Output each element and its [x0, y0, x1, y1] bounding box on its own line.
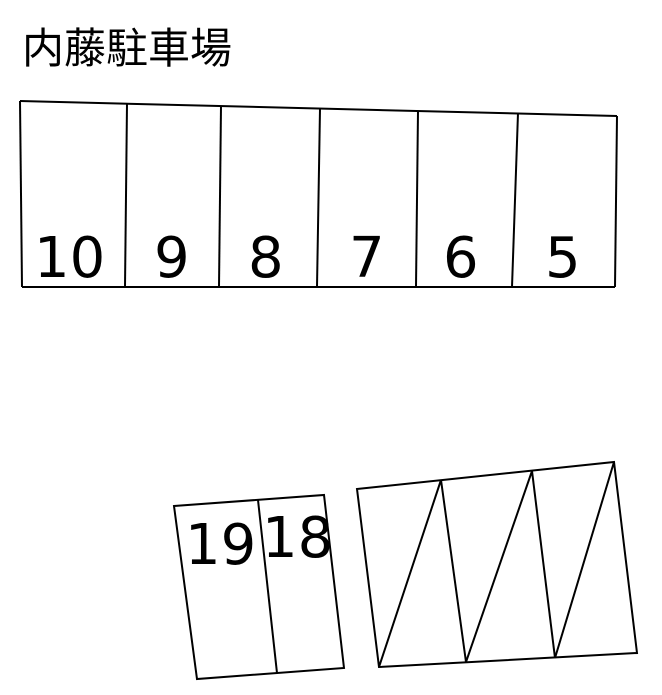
top-row-divider	[19, 100, 23, 288]
bottom-left-block-divider	[257, 499, 278, 674]
space-number-10: 10	[34, 226, 105, 291]
space-number-6: 6	[443, 226, 479, 291]
top-parking-row: 10 9 8 7 6 5	[19, 100, 618, 291]
top-row-divider	[218, 105, 222, 288]
top-row-divider	[614, 115, 618, 288]
blocked-space-hatch	[554, 461, 615, 659]
bottom-left-block-outline	[172, 493, 346, 681]
bottom-right-block-divider	[531, 470, 556, 659]
space-number-5: 5	[545, 226, 581, 291]
bottom-right-block-divider	[440, 479, 467, 663]
bottom-left-parking-block: 19 18	[172, 493, 346, 681]
blocked-space-hatch	[465, 470, 533, 663]
top-row-divider	[415, 110, 419, 288]
bottom-right-blocked-spaces	[355, 460, 639, 669]
space-number-9: 9	[154, 226, 190, 291]
top-row-top-edge	[19, 100, 618, 117]
space-number-7: 7	[349, 226, 385, 291]
top-row-divider	[316, 108, 321, 288]
space-number-18: 18	[262, 506, 333, 571]
top-row-divider	[124, 103, 128, 288]
parking-lot-title: 内藤駐車場	[22, 24, 232, 73]
space-number-8: 8	[248, 226, 284, 291]
top-row-divider	[511, 112, 519, 288]
blocked-space-hatch	[378, 479, 442, 668]
bottom-right-block-outline	[355, 460, 639, 669]
space-number-19: 19	[185, 513, 256, 578]
